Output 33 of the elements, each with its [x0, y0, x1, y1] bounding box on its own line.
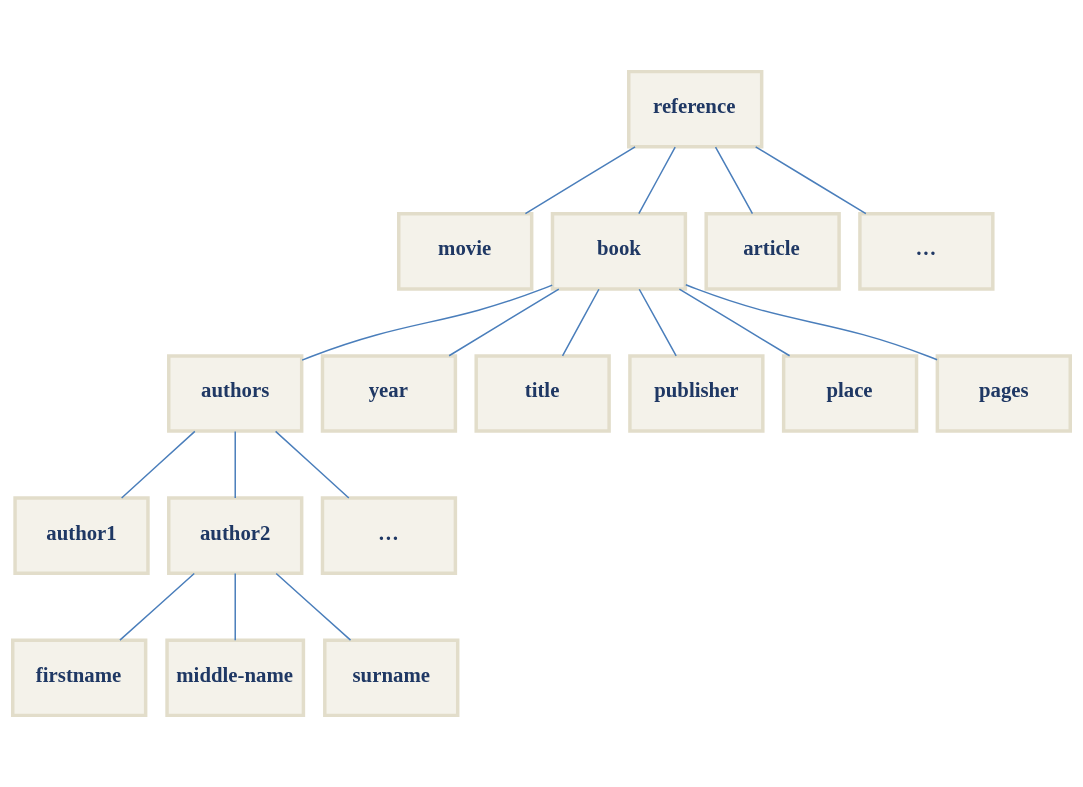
- node-box: …: [320, 496, 458, 575]
- node-box: article: [704, 212, 841, 291]
- node-box: authors: [167, 354, 304, 433]
- node-box: author1: [13, 496, 150, 575]
- node-box: surname: [323, 638, 460, 718]
- connector: [234, 572, 236, 641]
- connector: [638, 288, 677, 357]
- node-box: pages: [935, 354, 1072, 433]
- connector: [524, 146, 636, 215]
- connector: [448, 288, 560, 357]
- connector: [678, 288, 791, 357]
- node-box: reference: [627, 69, 764, 149]
- connector: [685, 284, 938, 361]
- node-box: firstname: [11, 638, 148, 718]
- connector: [234, 430, 236, 499]
- node-box: movie: [397, 212, 534, 291]
- connector: [561, 288, 600, 357]
- node-box: author2: [167, 496, 304, 575]
- node-box: middle-name: [165, 638, 306, 718]
- connector: [120, 430, 196, 499]
- connector: [714, 146, 754, 215]
- connector: [274, 430, 350, 499]
- connector: [119, 572, 195, 641]
- connector: [754, 146, 867, 215]
- node-box: book: [550, 212, 688, 291]
- node-box: …: [858, 212, 995, 291]
- node-box: publisher: [628, 354, 765, 433]
- connector: [638, 146, 676, 215]
- connector: [301, 284, 553, 361]
- connector: [275, 572, 352, 641]
- node-box: place: [781, 354, 919, 433]
- node-box: title: [474, 354, 611, 433]
- node-box: year: [320, 354, 458, 433]
